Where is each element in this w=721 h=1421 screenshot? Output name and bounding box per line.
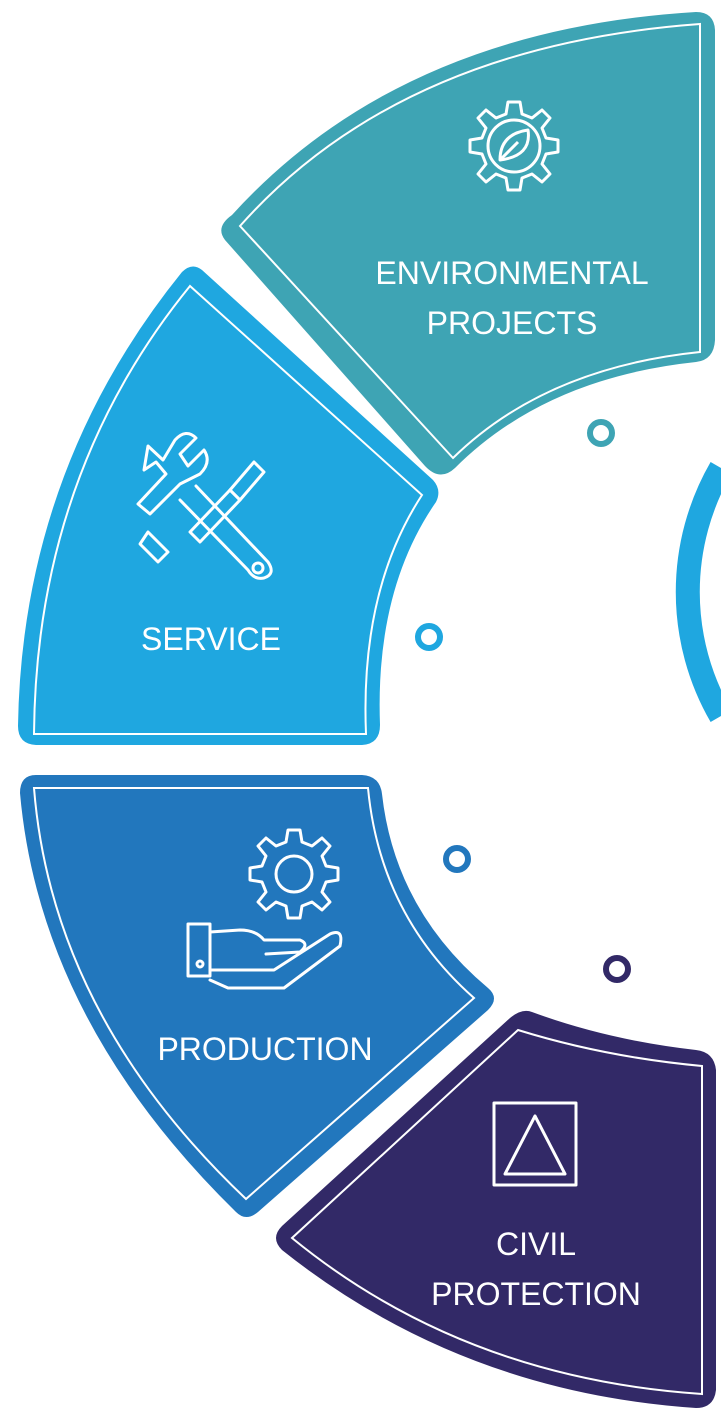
segment-civil-label-line1: CIVIL <box>496 1226 576 1262</box>
segment-civil-outline <box>290 1028 703 1396</box>
segment-service-label: SERVICE <box>141 621 281 657</box>
segment-environmental-label-line2: PROJECTS <box>427 305 598 341</box>
segment-service-shape <box>18 266 439 745</box>
triangle-square-icon <box>492 1101 578 1187</box>
segment-service-outline <box>32 284 424 735</box>
segment-civil-shape <box>276 1010 716 1408</box>
center-ring <box>675 462 721 722</box>
connector-dot-service <box>415 623 443 651</box>
gear-leaf-icon <box>468 100 560 192</box>
segment-production-label: PRODUCTION <box>157 1031 372 1067</box>
segment-production-outline <box>32 787 476 1201</box>
segment-environmental-shape <box>221 12 715 475</box>
segment-environmental-label-line1: ENVIRONMENTAL <box>375 255 648 291</box>
segment-production: PRODUCTION <box>20 775 494 1217</box>
connector-dot-production <box>443 845 471 873</box>
segment-environmental-outline <box>238 22 701 460</box>
segment-civil: CIVIL PROTECTION <box>276 1010 716 1408</box>
segment-civil-label-line2: PROTECTION <box>431 1276 641 1312</box>
segment-environmental: ENVIRONMENTAL PROJECTS <box>221 12 715 475</box>
segment-production-shape <box>20 775 494 1217</box>
connector-dot-environmental <box>587 419 615 447</box>
wrench-screwdriver-icon <box>136 432 273 580</box>
connector-dot-civil <box>603 955 631 983</box>
segment-service: SERVICE <box>18 266 439 745</box>
hand-gear-icon <box>186 828 343 990</box>
